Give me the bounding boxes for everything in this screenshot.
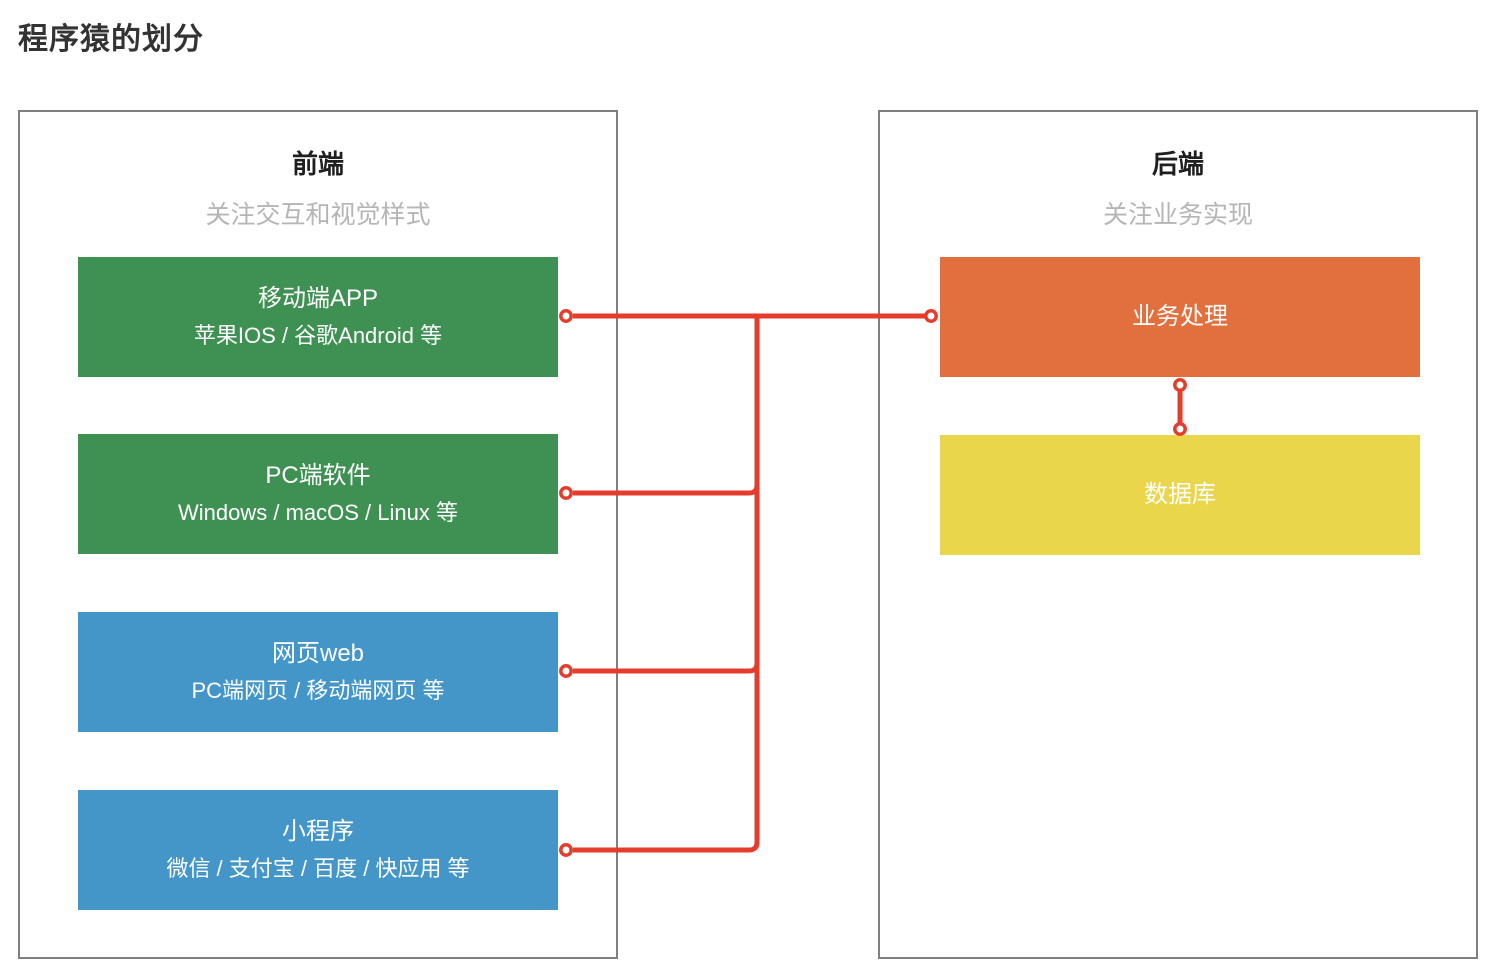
node-pc-software-subtitle: Windows / macOS / Linux 等 <box>178 500 458 526</box>
node-web-page: 网页web PC端网页 / 移动端网页 等 <box>78 612 558 732</box>
backend-panel-title: 后端 <box>1151 149 1204 179</box>
node-web-page-subtitle: PC端网页 / 移动端网页 等 <box>191 678 445 704</box>
node-database-title: 数据库 <box>1144 480 1216 508</box>
node-business-logic: 业务处理 <box>940 257 1420 377</box>
page-title: 程序猿的划分 <box>18 23 204 56</box>
node-pc-software: PC端软件 Windows / macOS / Linux 等 <box>78 434 558 554</box>
node-business-logic-title: 业务处理 <box>1132 302 1228 330</box>
node-mini-program: 小程序 微信 / 支付宝 / 百度 / 快应用 等 <box>78 790 558 910</box>
node-mini-program-title: 小程序 <box>282 817 354 845</box>
node-mini-program-subtitle: 微信 / 支付宝 / 百度 / 快应用 等 <box>166 856 470 882</box>
frontend-panel-subtitle: 关注交互和视觉样式 <box>205 201 431 229</box>
node-database: 数据库 <box>940 435 1420 555</box>
node-mobile-app: 移动端APP 苹果IOS / 谷歌Android 等 <box>78 257 558 377</box>
node-pc-software-title: PC端软件 <box>265 461 371 489</box>
node-mobile-app-title: 移动端APP <box>257 284 379 312</box>
backend-panel-subtitle: 关注业务实现 <box>1102 201 1253 229</box>
node-mobile-app-subtitle: 苹果IOS / 谷歌Android 等 <box>193 323 443 349</box>
frontend-panel-title: 前端 <box>291 149 344 179</box>
node-web-page-title: 网页web <box>271 639 365 667</box>
